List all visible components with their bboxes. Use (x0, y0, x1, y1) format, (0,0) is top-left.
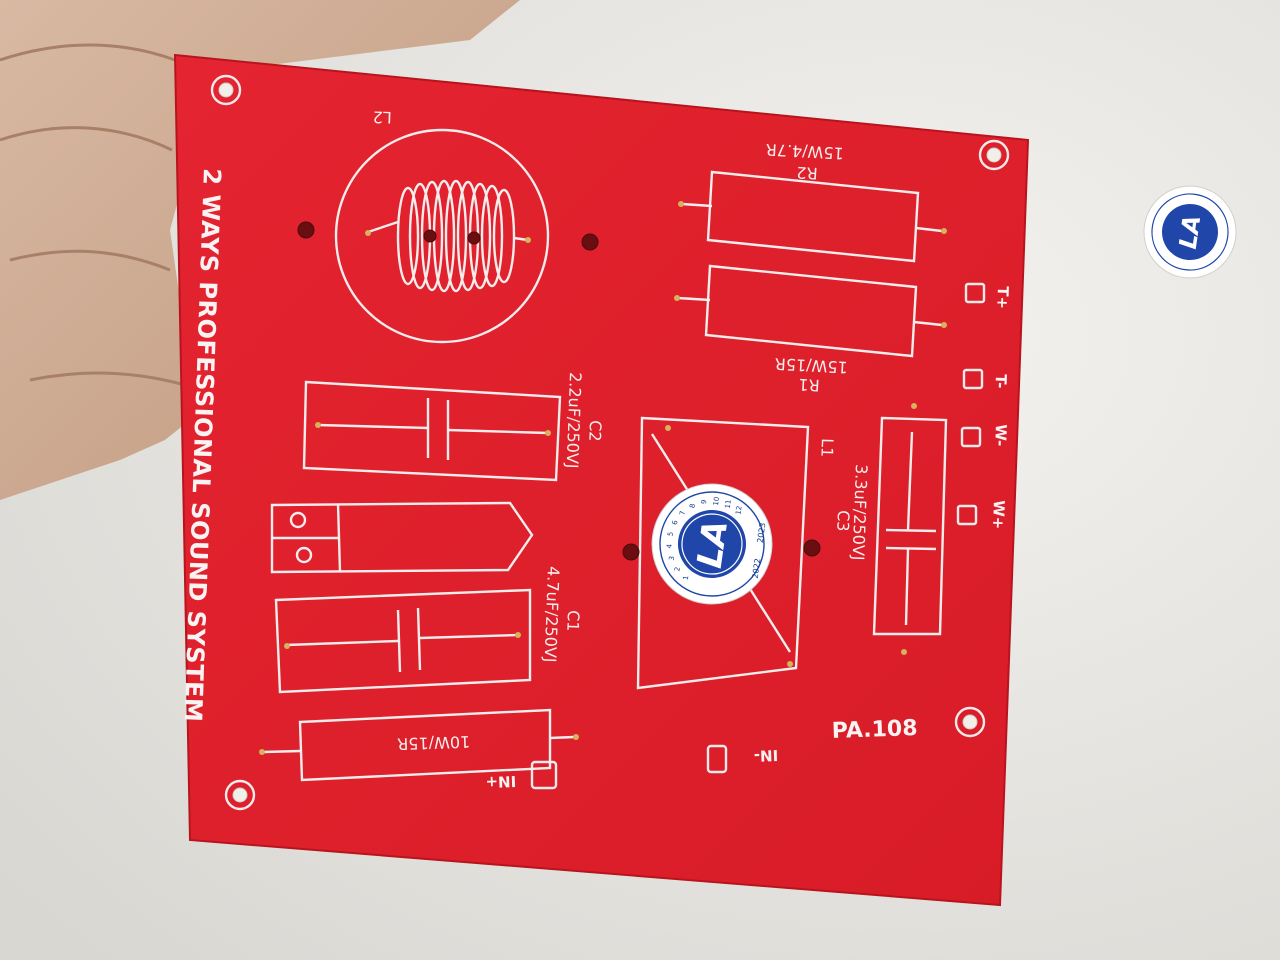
capacitor-c3: C3 3.3uF/250VJ (833, 403, 948, 655)
terminal-t-minus: T- (962, 368, 1010, 390)
seal-digit: 5 (666, 531, 675, 537)
resistor-r1: 15W/15R R1 (674, 264, 947, 395)
terminal-w-plus: W+ (956, 500, 1008, 530)
w-minus-label: W- (991, 424, 1010, 447)
resistor-r2: 15W/4.7R R2 (678, 140, 947, 263)
seal-year-1: 2022 (751, 558, 763, 579)
r-in-value: 10W/15R (397, 732, 471, 754)
r1-value: 15W/15R (774, 354, 848, 377)
in-minus-label: IN- (754, 746, 779, 765)
w-plus-label: W+ (989, 500, 1008, 530)
mounting-hole (210, 74, 242, 106)
board-sticker-logo-text: LA (690, 518, 736, 571)
mounting-hole (224, 779, 256, 811)
seal-year-2: 2023 (756, 522, 768, 543)
seal-digit: 3 (668, 555, 677, 561)
table-sticker: LA (1143, 185, 1237, 279)
seal-digit: 10 (712, 496, 721, 506)
c3-value: 3.3uF/250VJ (849, 464, 871, 561)
mounting-hole (978, 139, 1010, 171)
seal-digit: 11 (724, 499, 733, 509)
seal-digit: 2 (673, 566, 682, 572)
seal-digit: 8 (688, 503, 697, 509)
t-minus-label: T- (992, 374, 1010, 389)
pcb-board: 2 WAYS PROFESSIONAL SOUND SYSTEM L2 (173, 53, 1030, 907)
seal-digit: 1 (682, 575, 691, 581)
terminal-t-plus: T+ (964, 282, 1012, 309)
terminal-w-minus: W- (960, 424, 1010, 448)
board-hole (297, 221, 315, 239)
l1-designator: L1 (817, 438, 837, 458)
table-sticker-logo-text: LA (1174, 213, 1206, 250)
c1-value: 4.7uF/250VJ (541, 566, 563, 663)
seal-digit: 12 (734, 505, 743, 515)
seal-digit: 7 (678, 510, 687, 516)
board-outline (173, 53, 1030, 907)
inductor-l2: L2 (334, 107, 550, 344)
terminal-in-plus: IN+ (485, 760, 558, 791)
r2-designator: R2 (796, 163, 818, 183)
in-plus-label: IN+ (485, 772, 516, 791)
board-model: PA.108 (831, 716, 918, 744)
r2-value: 15W/4.7R (765, 140, 844, 163)
l2-designator: L2 (372, 107, 392, 127)
mounting-hole (954, 706, 986, 738)
capacitor-c2: C2 2.2uF/250VJ (302, 372, 605, 482)
c2-value: 2.2uF/250VJ (563, 372, 585, 469)
r1-designator: R1 (798, 375, 820, 395)
c3-designator: C3 (833, 510, 853, 532)
c1-designator: C1 (563, 610, 583, 632)
hand (0, 0, 520, 500)
capacitor-c1: C1 4.7uF/250VJ (274, 566, 583, 694)
terminal-in-minus: IN- (706, 744, 779, 774)
seal-digit: 9 (700, 499, 709, 505)
terminal-block (270, 501, 534, 574)
resistor-input: 10W/15R (259, 708, 579, 782)
t-plus-label: T+ (993, 286, 1012, 309)
seal-digit: 4 (665, 543, 674, 549)
seal-digit: 6 (671, 519, 680, 525)
board-hole (581, 233, 599, 251)
c2-designator: C2 (585, 420, 605, 442)
